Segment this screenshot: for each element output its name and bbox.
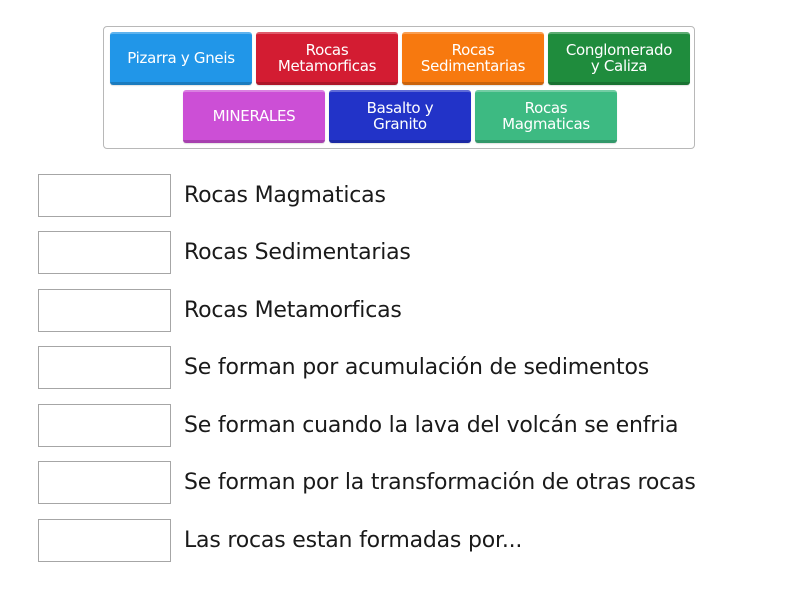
tile-bank — [103, 26, 695, 149]
target-label: Las rocas estan formadas por... — [184, 528, 523, 553]
tile-label: MINERALES — [212, 107, 296, 125]
tile-label: Metamorficas — [277, 57, 377, 75]
match-row: Se forman cuando la lava del volcán se e… — [38, 404, 778, 447]
tile-label: Rocas — [305, 41, 349, 59]
tile-label: Pizarra y Gneis — [127, 49, 235, 67]
match-row: Rocas Sedimentarias — [38, 231, 778, 274]
tile-label: Magmaticas — [502, 115, 590, 133]
target-label: Rocas Sedimentarias — [184, 240, 411, 265]
drop-slot[interactable] — [38, 346, 171, 389]
tile-label: Sedimentarias — [420, 57, 526, 75]
target-label: Se forman por acumulación de sedimentos — [184, 355, 649, 380]
tile-label: Conglomerado — [565, 41, 673, 59]
drop-slot[interactable] — [38, 174, 171, 217]
drop-slot[interactable] — [38, 231, 171, 274]
tile-label: Rocas — [524, 99, 568, 117]
target-label: Se forman cuando la lava del volcán se e… — [184, 413, 679, 438]
drop-slot[interactable] — [38, 461, 171, 504]
target-label: Rocas Magmaticas — [184, 183, 386, 208]
drop-slot[interactable] — [38, 289, 171, 332]
drop-slot[interactable] — [38, 519, 171, 562]
tile-label: y Caliza — [590, 57, 648, 75]
match-row: Las rocas estan formadas por... — [38, 519, 778, 562]
target-label: Rocas Metamorficas — [184, 298, 402, 323]
match-row: Rocas Metamorficas — [38, 289, 778, 332]
tile-minerales[interactable]: MINERALES — [183, 90, 325, 143]
tile-label: Rocas — [451, 41, 495, 59]
match-row: Rocas Magmaticas — [38, 174, 778, 217]
tile-label: Granito — [373, 115, 427, 133]
tile-label: Basalto y — [366, 99, 434, 117]
match-row: Se forman por la transformación de otras… — [38, 461, 778, 504]
match-row: Se forman por acumulación de sedimentos — [38, 346, 778, 389]
drop-slot[interactable] — [38, 404, 171, 447]
target-label: Se forman por la transformación de otras… — [184, 470, 696, 495]
tile-pizarra-y-gneis[interactable]: Pizarra y Gneis — [110, 32, 252, 85]
